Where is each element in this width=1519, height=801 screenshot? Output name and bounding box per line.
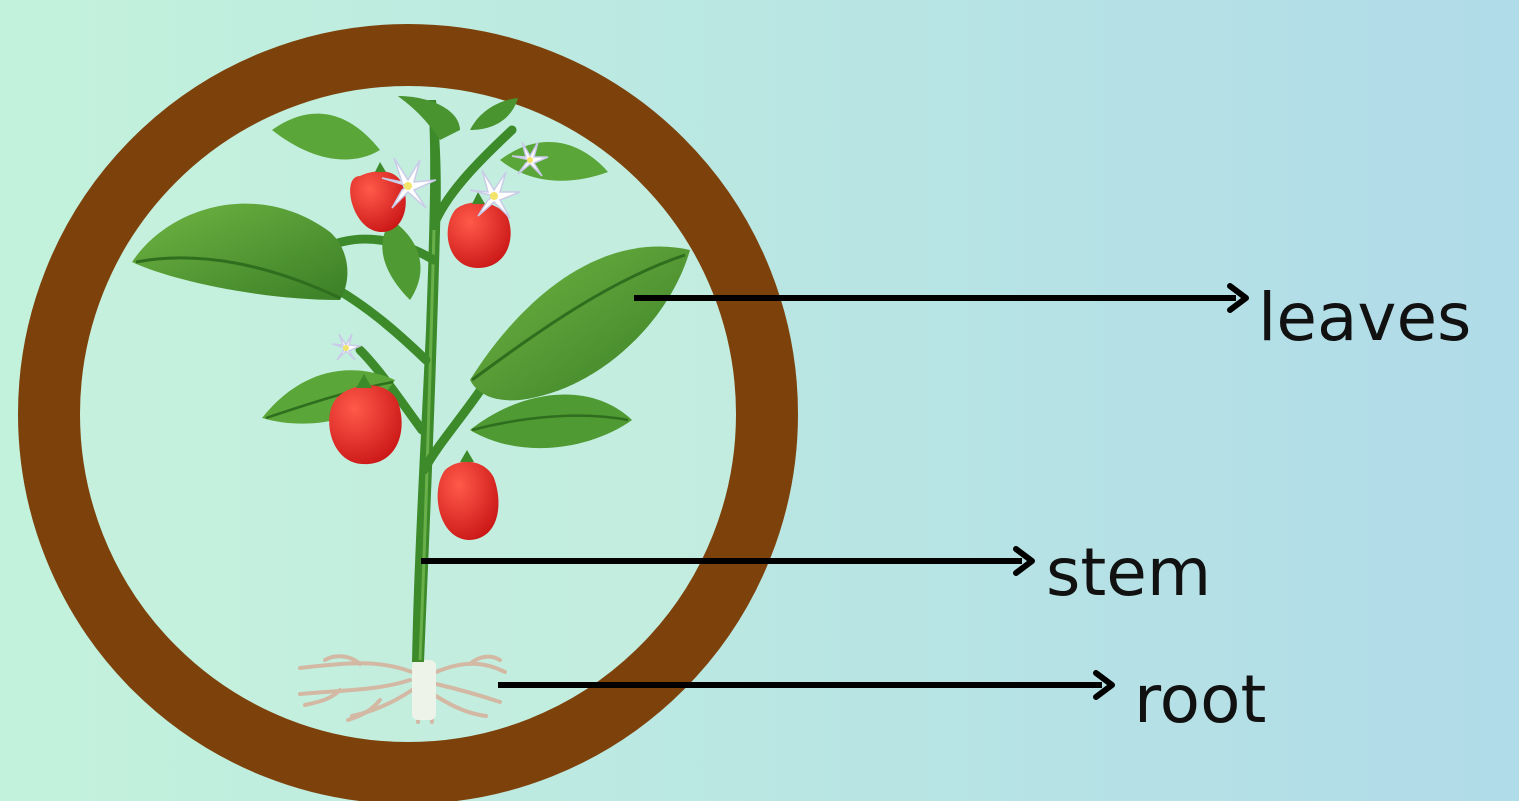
root-collar — [412, 660, 436, 720]
label-leaves: leaves — [1258, 279, 1471, 356]
label-root: root — [1134, 661, 1266, 738]
label-stem: stem — [1046, 534, 1211, 611]
